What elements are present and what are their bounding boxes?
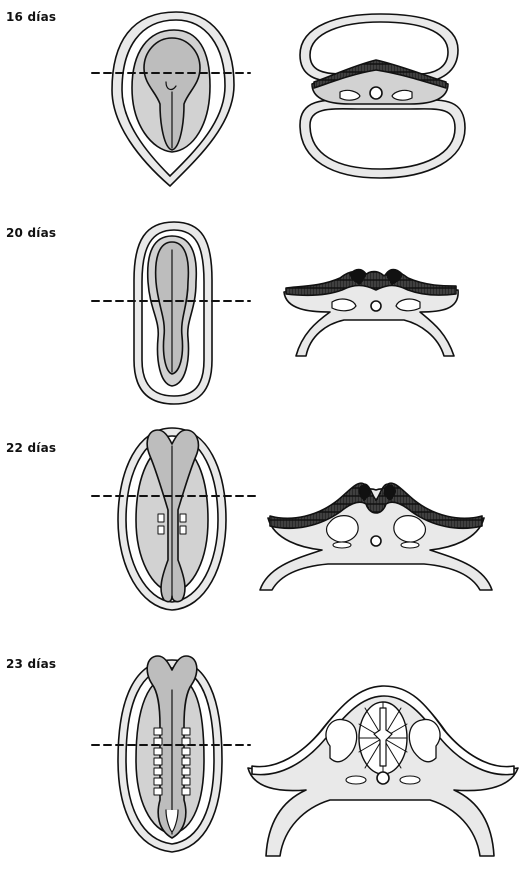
cross-section-23-days	[248, 686, 518, 856]
somites-right	[182, 728, 190, 795]
dorsal-view-16-days	[112, 12, 234, 186]
dorsal-view-22-days	[118, 428, 226, 610]
cross-section-22-days	[260, 483, 492, 590]
dorsal-view-23-days	[118, 656, 222, 852]
dorsal-view-20-days	[134, 222, 212, 404]
somites-left	[154, 728, 162, 795]
cross-section-20-days	[284, 270, 458, 357]
cross-section-16-days	[300, 14, 465, 178]
